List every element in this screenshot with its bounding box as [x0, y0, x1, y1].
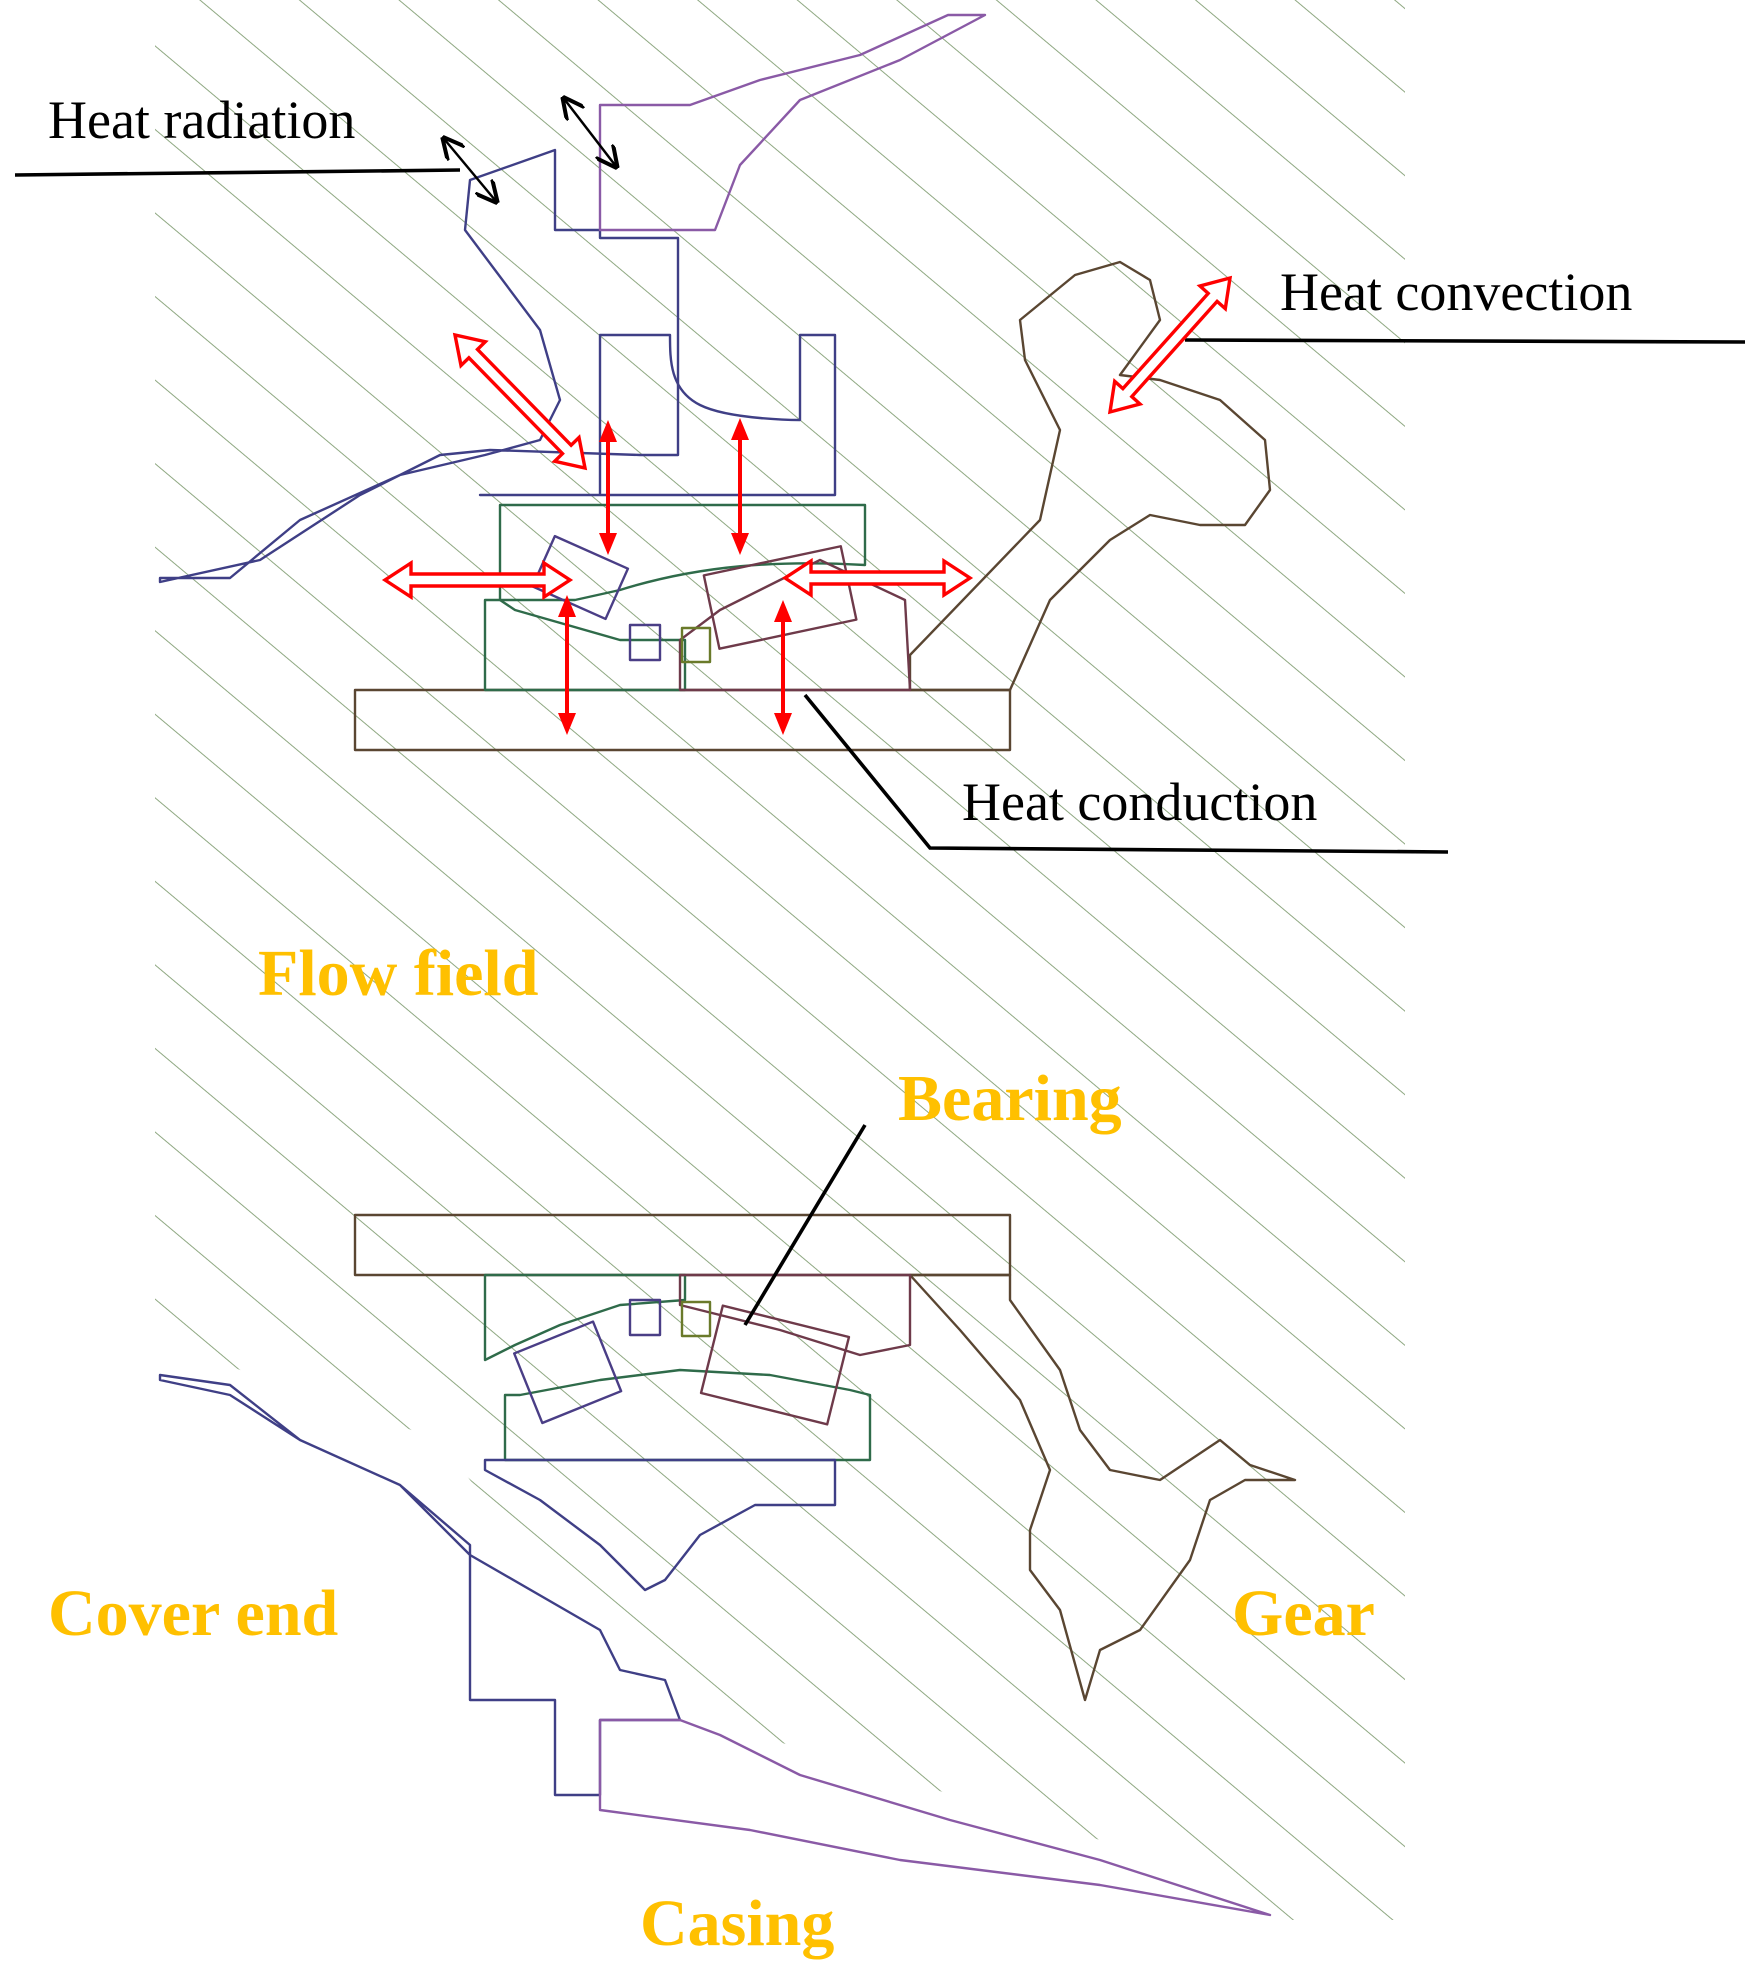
leader-heat-conduction — [803, 693, 1449, 854]
casing-lower — [598, 1718, 1272, 1917]
conduction-arrow-2 — [731, 418, 749, 555]
conduction-arrow-1 — [599, 420, 617, 555]
convection-arrow-roller-left — [381, 559, 574, 601]
conduction-arrow-4 — [774, 600, 792, 735]
radiation-arrow-left — [445, 140, 495, 200]
convection-arrow-gear — [1107, 275, 1233, 415]
label-heat-radiation: Heat radiation — [48, 90, 355, 150]
gear-upper — [908, 260, 1272, 692]
label-gear: Gear — [1232, 1577, 1375, 1650]
leader-bearing — [743, 1124, 867, 1326]
label-bearing: Bearing — [898, 1062, 1122, 1135]
conduction-arrow-3 — [558, 595, 576, 735]
label-heat-convection: Heat convection — [1280, 262, 1632, 322]
leader-heat-convection — [1184, 338, 1746, 344]
label-heat-conduction: Heat conduction — [962, 772, 1317, 832]
convection-arrow-cover — [452, 332, 588, 471]
casing-upper — [598, 13, 987, 232]
cover-end-upper — [158, 148, 837, 584]
flow-field-region — [155, 0, 1405, 1920]
label-casing: Casing — [640, 1887, 834, 1960]
label-flow-field: Flow field — [258, 937, 538, 1010]
radiation-arrow-right — [565, 100, 615, 165]
heat-transfer-arrows — [381, 275, 1233, 735]
leader-heat-radiation — [14, 168, 461, 177]
leader-lines — [14, 168, 1746, 1326]
heat-radiation-arrows — [445, 100, 615, 200]
convection-arrow-roller-right — [781, 557, 974, 599]
gear-lower — [908, 1273, 1297, 1702]
label-cover-end: Cover end — [48, 1577, 338, 1650]
